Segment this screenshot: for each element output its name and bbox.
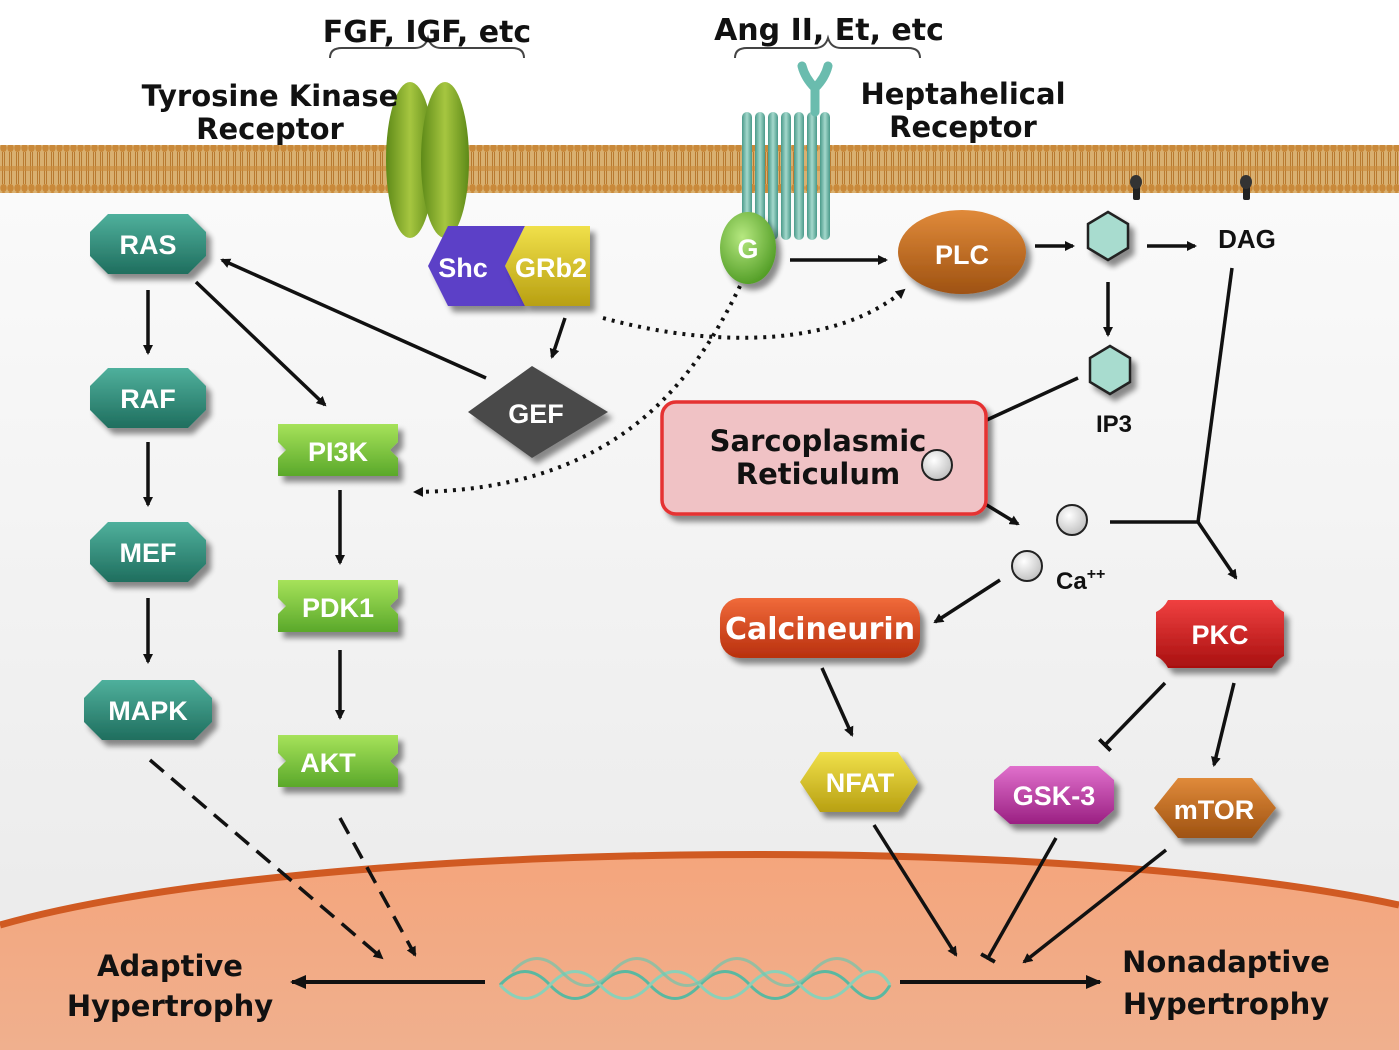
heptahelical-receptor (742, 61, 833, 240)
nonadaptive-label-line2: Hypertrophy (1123, 987, 1329, 1021)
arrows (143, 241, 1238, 989)
node-akt (278, 735, 398, 787)
ca-ion-2 (1011, 550, 1043, 582)
arrow-nfat-gene (872, 824, 958, 957)
pdk1-label: PDK1 (302, 593, 374, 623)
arrow-ras-pi3k (194, 280, 327, 407)
ca-ion-1 (1056, 504, 1088, 536)
node-mtor (1154, 778, 1276, 838)
pi3k-label: PI3K (308, 437, 369, 467)
dna-helix (498, 957, 892, 1000)
arrow-ca-calcineurin (933, 578, 1001, 624)
mtor-label: mTOR (1174, 795, 1255, 825)
node-calcineurin (720, 598, 920, 658)
ip3-label: IP3 (1096, 411, 1132, 438)
node-raf (90, 368, 206, 428)
arrow-gef-ras (220, 258, 487, 380)
dotted-g-pi3k (413, 285, 742, 497)
gef-label: GEF (508, 399, 564, 429)
sr-label-line1: Sarcoplasmic (710, 424, 927, 458)
grb2-label: GRb2 (515, 253, 587, 283)
ca-label-superscript: ++ (1087, 566, 1106, 583)
pip2-marker-2 (1240, 175, 1252, 200)
pip-hexagon (1086, 210, 1130, 262)
ligand-brace-right (734, 34, 921, 59)
node-g (720, 212, 776, 284)
dashed-mapk-gene (148, 758, 384, 960)
tk-receptor-label-line2: Receptor (196, 112, 344, 146)
nuclear-envelope (0, 850, 1399, 929)
node-plc (898, 210, 1026, 294)
ca-label-text: Ca (1056, 568, 1087, 595)
arrow-pkc-mtor (1211, 682, 1236, 767)
ligands-left-label: FGF, IGF, etc (323, 15, 531, 50)
arrow-ip3-sr (976, 376, 1079, 426)
node-nfat (800, 752, 918, 812)
mef-label: MEF (120, 538, 177, 568)
mapk-label: MAPK (108, 696, 188, 726)
nucleus (0, 854, 1399, 1050)
gsk3-label: GSK-3 (1013, 781, 1096, 811)
pkc-label: PKC (1191, 620, 1248, 650)
adaptive-label-line2: Hypertrophy (67, 989, 273, 1023)
arrow-mtor-gene (1022, 848, 1168, 964)
ca-ion-sr (921, 449, 953, 481)
arrow-calcineurin-nfat (820, 667, 854, 737)
hepta-receptor-label-line1: Heptahelical (860, 77, 1065, 111)
calcineurin-label: Calcineurin (725, 612, 915, 647)
node-ras (90, 214, 206, 274)
ip3-hexagon (1088, 344, 1132, 396)
inhibit-gsk3-gene (980, 837, 1058, 964)
dag-label: DAG (1218, 224, 1276, 254)
raf-label: RAF (120, 384, 176, 414)
arrow-grb2-gef (549, 317, 567, 359)
pip2-marker-1 (1130, 175, 1142, 200)
dotted-grb2-plc (602, 288, 906, 340)
plc-label: PLC (935, 240, 989, 270)
node-gsk3 (994, 766, 1114, 824)
extracellular-space (0, 0, 1399, 145)
tk-receptor-label-line1: Tyrosine Kinase (142, 79, 399, 113)
node-pi3k (278, 424, 398, 476)
ras-label: RAS (119, 230, 176, 260)
cell-membrane (0, 145, 1399, 193)
node-pkc (1156, 600, 1284, 668)
g-label: G (737, 234, 758, 264)
ligands-right-label: Ang II, Et, etc (714, 13, 944, 48)
hepta-receptor-label-line2: Receptor (889, 110, 1037, 144)
arrow-to-pkc (1196, 521, 1238, 580)
akt-label: AKT (300, 748, 356, 778)
sr-label-line2: Reticulum (736, 457, 900, 491)
indirect-arrows (148, 285, 906, 960)
node-mapk (84, 680, 212, 740)
node-mef (90, 522, 206, 582)
node-pdk1 (278, 580, 398, 632)
node-gef (468, 366, 608, 458)
ca-label: Ca++ (1056, 566, 1105, 595)
adaptive-label-line1: Adaptive (97, 949, 243, 983)
inhibit-pkc-gsk3 (1097, 681, 1167, 753)
nonadaptive-label-line1: Nonadaptive (1122, 945, 1330, 979)
node-shc (428, 226, 525, 306)
shc-label: Shc (438, 253, 488, 283)
nfat-label: NFAT (826, 768, 895, 798)
ligand-brace-left (329, 34, 525, 59)
tyrosine-kinase-receptor (386, 82, 469, 238)
line-dag-down (1196, 267, 1234, 523)
sarcoplasmic-reticulum (660, 400, 988, 516)
node-grb2 (505, 226, 590, 306)
